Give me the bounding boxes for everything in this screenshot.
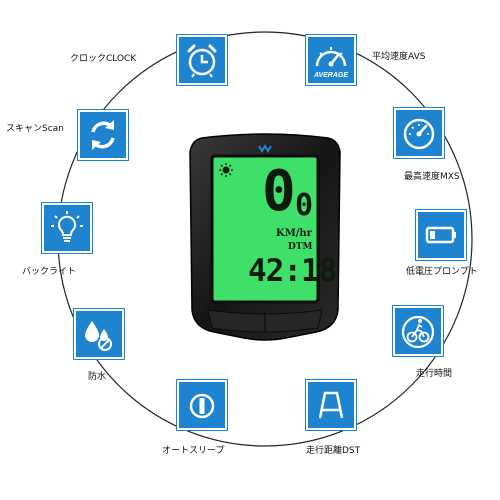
road-icon [318, 391, 344, 419]
mode-indicator: DTM [288, 242, 313, 252]
lightbulb-icon [51, 211, 83, 242]
backlight-tile [41, 202, 93, 254]
water-drops-icon [85, 321, 112, 351]
waterproof-label: 防水 [88, 372, 107, 382]
speed-decimal: 0 [295, 188, 314, 223]
backlight-label: バックライト [22, 267, 77, 277]
backlight-indicator-icon [219, 163, 233, 177]
bike-computer: 0 0 KM/hr DTM 42:18 [188, 132, 342, 344]
average-speed-tile: AVERAGE [305, 34, 357, 86]
lcd-screen [210, 154, 320, 304]
low-battery-tile [415, 209, 467, 261]
bike-computer-body [189, 133, 341, 341]
scan-tile [77, 109, 129, 161]
sleep-label: オートスリープ [162, 446, 225, 456]
riding-time-tile [392, 305, 444, 357]
sleep-tile [176, 379, 228, 431]
low-battery-icon [425, 226, 456, 244]
distance-tile [305, 379, 357, 431]
refresh-cycle-icon [91, 120, 115, 150]
distance-label: 走行距離DST [306, 446, 361, 456]
average-speedometer-icon: AVERAGE [313, 47, 348, 79]
cyclist-icon [401, 315, 435, 349]
speed-unit: KM/hr [276, 228, 312, 239]
waterproof-tile [73, 308, 125, 360]
max-speed-tile [393, 107, 445, 159]
max-speed-label: 最高速度MXS [404, 172, 460, 182]
time-readout: 42:18 [248, 253, 337, 289]
speedometer-icon [403, 118, 435, 150]
low-battery-label: 低電圧プロンプト [406, 267, 478, 277]
riding-time-label: 走行時間 [416, 369, 453, 379]
alarm-clock-icon [187, 44, 217, 78]
scan-label: スキャンScan [6, 124, 64, 134]
brand-logo-icon [258, 144, 272, 153]
clock-tile [176, 34, 228, 86]
average-speed-label: 平均速度AVS [372, 52, 426, 62]
clock-label: クロックCLOCK [70, 54, 137, 64]
power-icon [189, 393, 215, 419]
speed-digit: 0 [262, 159, 296, 224]
average-badge: AVERAGE [313, 72, 348, 79]
